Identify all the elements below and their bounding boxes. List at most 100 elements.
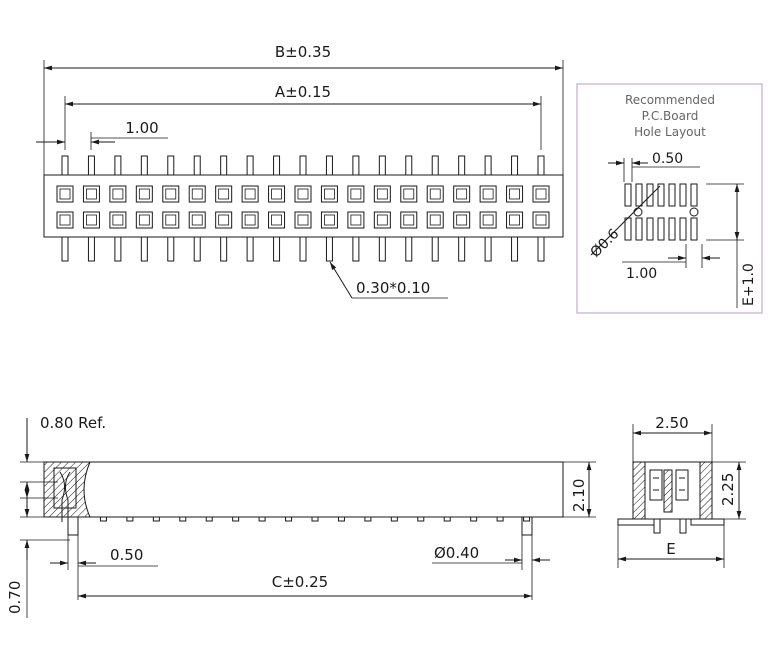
contact-cell-inner [138, 188, 150, 200]
contact-cell [479, 211, 497, 229]
pin-top [140, 155, 148, 176]
contact-cell-inner [324, 214, 335, 226]
pcb-hole [668, 217, 676, 241]
contact-cell-inner [482, 214, 494, 226]
pin-top [537, 155, 545, 176]
contact-cell-inner [191, 214, 203, 226]
pin-bottom [511, 236, 519, 262]
pin-top [511, 155, 519, 176]
contact-cell-inner [86, 214, 97, 226]
pcb-layout-frame [576, 83, 763, 314]
side-view: 0.80 Ref. 2.10 0.70 0.50 [6, 414, 596, 618]
contact-cell-inner [112, 214, 124, 226]
contact-cell-inner [271, 188, 282, 200]
pcb-hole [646, 217, 654, 241]
contact-cell-inner [429, 214, 441, 226]
pin-bottom [61, 236, 69, 262]
contact-cell [426, 185, 444, 203]
pin-bottom [537, 236, 545, 262]
end-foot-left [617, 518, 655, 526]
dim-width-label: 2.50 [655, 414, 688, 432]
dim-pitch-label: 1.00 [125, 119, 158, 137]
pin-top [114, 155, 122, 176]
dim-pin-size-label: 0.30*0.10 [356, 279, 430, 297]
end-foot-right [690, 518, 725, 526]
pcb-hole [635, 217, 643, 241]
side-tail [285, 516, 293, 522]
contact-cell-inner [59, 188, 71, 200]
contact-cell-inner [244, 188, 256, 200]
pcb-hole-circle [633, 207, 643, 217]
pin-top [431, 155, 439, 176]
side-tail [152, 516, 160, 522]
pin-bottom [378, 236, 386, 262]
dim-height-label: 2.10 [570, 479, 588, 512]
contact-cell [241, 185, 259, 203]
contact-cell-inner [218, 214, 230, 226]
contact-cell [400, 185, 418, 203]
contact-cell [188, 185, 206, 203]
dim-offset-label: 0.50 [110, 546, 143, 564]
side-tail [523, 516, 531, 522]
contact-cell [241, 211, 259, 229]
contact-cell-inner [350, 214, 362, 226]
pin-top [87, 155, 95, 176]
side-tail [258, 516, 266, 522]
side-tail [179, 516, 187, 522]
side-tail [417, 516, 425, 522]
contact-cell-inner [112, 188, 124, 200]
pin-bottom [220, 236, 228, 262]
contact-cell [82, 211, 100, 229]
contact-cell-inner [376, 214, 388, 226]
pcb-hole [624, 217, 632, 241]
pin-top [220, 155, 228, 176]
pin-bottom [140, 236, 148, 262]
contact-cell [453, 185, 471, 203]
side-tail [470, 516, 478, 522]
contact-cell-inner [297, 188, 309, 200]
contact-cell [320, 211, 338, 229]
side-pin-right [521, 516, 533, 536]
contact-cell [347, 211, 365, 229]
pcb-hole [646, 183, 654, 207]
pin-bottom [87, 236, 95, 262]
contact-cell [162, 211, 180, 229]
pcb-title-line3: Hole Layout [634, 125, 706, 139]
top-view: B±0.35 A±0.15 1.00 0.30*0.10 [36, 43, 564, 299]
side-tail [337, 516, 345, 522]
pin-top [378, 155, 386, 176]
pcb-hole [690, 217, 698, 241]
contact-cell [400, 211, 418, 229]
contact-cell [532, 185, 550, 203]
contact-cell [373, 185, 391, 203]
side-tail [232, 516, 240, 522]
pcb-hole [679, 183, 687, 207]
contact-cell-inner [403, 188, 415, 200]
pin-bottom [431, 236, 439, 262]
contact-cell [426, 211, 444, 229]
contact-cell-inner [482, 188, 494, 200]
contact-cell [162, 185, 180, 203]
contact-cell [215, 185, 233, 203]
dim-c-label: C±0.25 [272, 573, 328, 591]
contact-cell-inner [297, 214, 309, 226]
dim-tail-label: 0.70 [6, 581, 24, 614]
end-view: 2.50 2.25 E [617, 414, 746, 568]
contact-cell-inner [191, 188, 203, 200]
side-tail [99, 516, 107, 522]
contact-cell [215, 211, 233, 229]
pin-top [458, 155, 466, 176]
contact-cell [320, 185, 338, 203]
pcb-hole [635, 183, 643, 207]
pin-bottom [299, 236, 307, 262]
pin-top [273, 155, 281, 176]
pin-bottom [484, 236, 492, 262]
contact-cell [56, 185, 74, 203]
side-tail [496, 516, 504, 522]
contact-cell-inner [244, 214, 256, 226]
contact-cell-inner [271, 214, 282, 226]
contact-cell [532, 211, 550, 229]
pin-top [167, 155, 175, 176]
contact-cell-inner [59, 214, 71, 226]
